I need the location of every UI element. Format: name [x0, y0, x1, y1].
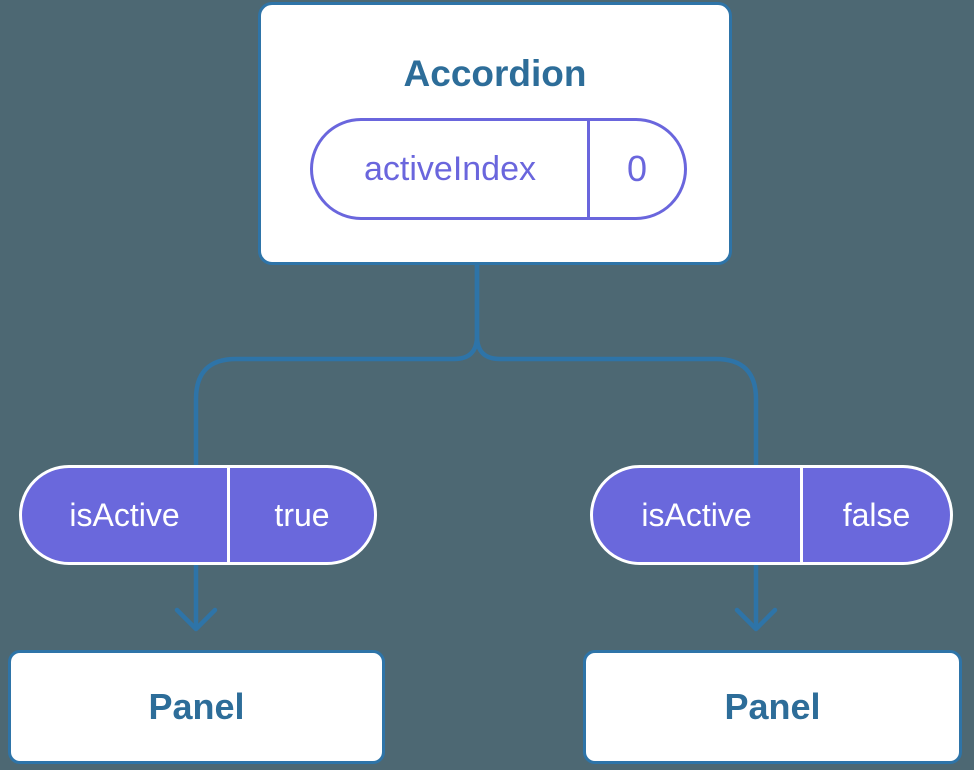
prop-pill: isActive false — [590, 465, 953, 565]
panel-title: Panel — [148, 686, 245, 727]
panel-node: Panel — [8, 650, 385, 764]
arrowhead-right-icon — [734, 607, 778, 632]
state-value: 0 — [587, 121, 684, 217]
state-pill: activeIndex 0 — [310, 118, 687, 220]
connector-right — [474, 265, 759, 628]
panel-title: Panel — [724, 686, 821, 727]
prop-value: false — [800, 468, 950, 562]
prop-name: isActive — [69, 496, 180, 533]
arrowhead-left-icon — [174, 607, 218, 632]
prop-value: true — [227, 468, 374, 562]
prop-pill: isActive true — [19, 465, 377, 565]
connector-left — [193, 265, 480, 628]
accordion-node: Accordion activeIndex 0 — [258, 2, 732, 265]
state-name: activeIndex — [364, 149, 536, 188]
prop-name: isActive — [641, 496, 752, 533]
accordion-title: Accordion — [403, 53, 587, 94]
panel-node: Panel — [583, 650, 962, 764]
